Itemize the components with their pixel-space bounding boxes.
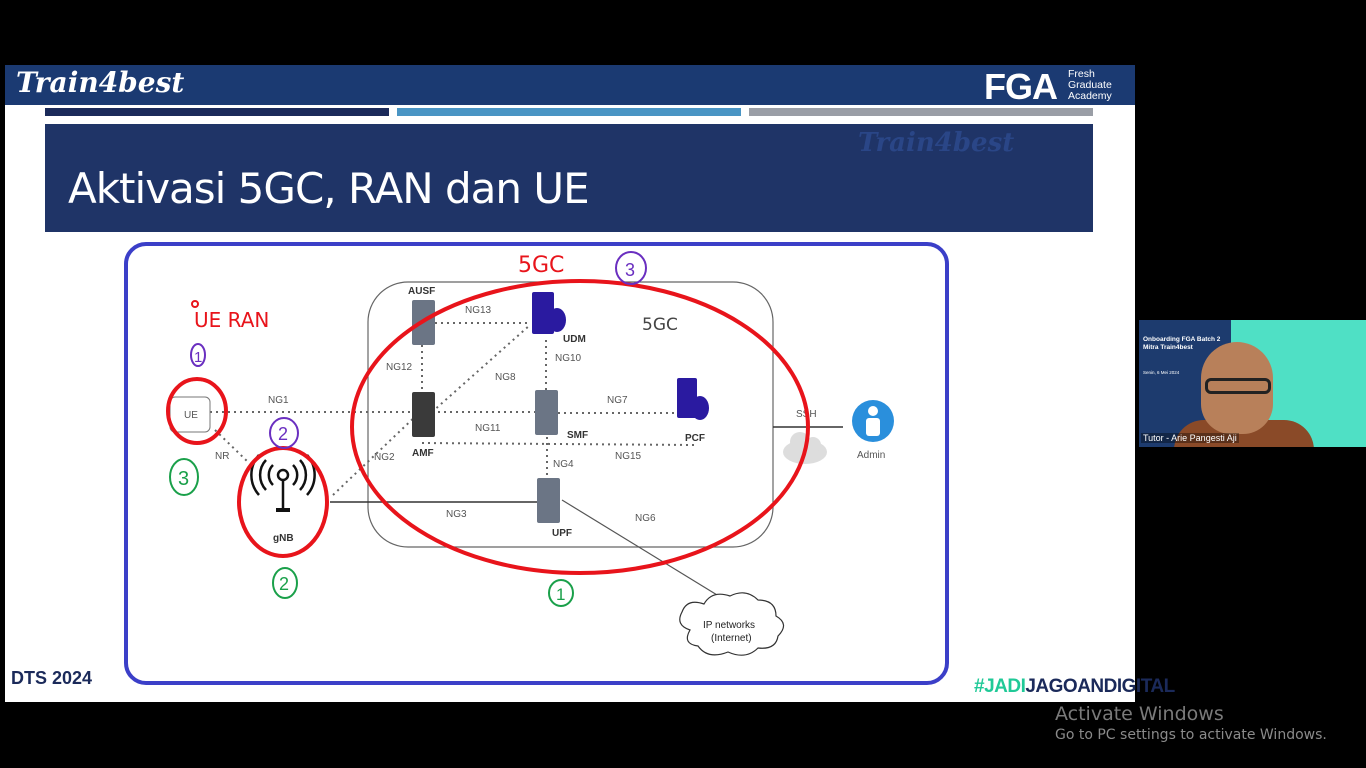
amf-label: AMF xyxy=(412,448,434,459)
ng13-label: NG13 xyxy=(465,305,492,316)
fga-logo: FGA xyxy=(984,66,1058,107)
ng7-label: NG7 xyxy=(607,395,628,406)
annotation-green-1: 1 xyxy=(556,585,565,604)
link-ng15 xyxy=(421,442,695,446)
ip-networks-label: IP networks xyxy=(703,620,755,631)
ng12-label: NG12 xyxy=(386,362,413,373)
watermark: Train4best xyxy=(858,128,1015,158)
admin-label: Admin xyxy=(857,450,885,461)
annotation-ueran: UE RAN xyxy=(194,308,269,332)
ausf-label: AUSF xyxy=(408,286,435,297)
upf-label: UPF xyxy=(552,528,572,539)
ng11-label: NG11 xyxy=(475,423,501,434)
link-nr xyxy=(214,429,249,463)
red-circle-ue xyxy=(166,377,228,445)
gnb-label: gNB xyxy=(273,533,294,544)
ng10-label: NG10 xyxy=(555,353,582,364)
smf-server-icon xyxy=(535,390,558,435)
ng6-label: NG6 xyxy=(635,513,656,524)
smf-label: SMF xyxy=(567,430,588,441)
nr-label: NR xyxy=(215,451,229,462)
udm-db-icon xyxy=(548,308,566,332)
pcf-label: PCF xyxy=(685,433,705,444)
annotation-5gc: 5GC xyxy=(518,253,564,278)
admin-person-icon xyxy=(866,418,880,436)
title-box xyxy=(45,124,1093,232)
train4best-logo: Train4best xyxy=(16,66,185,99)
diagram-frame xyxy=(124,242,949,685)
internet-label: (Internet) xyxy=(711,633,752,644)
upf-server-icon xyxy=(537,478,560,523)
page-title: Aktivasi 5GC, RAN dan UE xyxy=(68,164,590,213)
presenter-name: Tutor - Arie Pangesti Aji xyxy=(1141,433,1239,443)
annotation-green-2: 2 xyxy=(279,574,289,594)
annotation-green-3: 3 xyxy=(178,468,189,490)
ng2-label: NG2 xyxy=(374,452,395,463)
webcam-slide-date: Senin, 6 Mei 2024 xyxy=(1143,370,1180,375)
link-ng8 xyxy=(431,324,531,413)
hashtag-part-2: JAGOANDIGITAL xyxy=(1025,676,1175,697)
annotations: 5GC UE RAN 3 1 2 3 2 1 xyxy=(166,251,810,607)
link-ng2 xyxy=(332,411,421,496)
webcam-slide-title: Onboarding FGA Batch 2 Mitra Train4best xyxy=(1143,336,1221,351)
ng15-label: NG15 xyxy=(615,451,642,462)
pcf-db-icon xyxy=(691,396,709,420)
antenna-icon xyxy=(250,454,316,512)
color-bar-blue xyxy=(397,108,741,116)
core-label: 5GC xyxy=(642,315,678,335)
link-ng6 xyxy=(561,499,723,599)
presenter-face xyxy=(1201,342,1273,434)
udm-label: UDM xyxy=(563,334,586,345)
activate-windows-title: Activate Windows xyxy=(1055,703,1224,725)
server-icons xyxy=(412,292,709,523)
amf-server-icon xyxy=(412,392,435,437)
ng1-label: NG1 xyxy=(268,395,289,406)
dotted-links xyxy=(210,322,695,496)
red-circle-5gc xyxy=(350,279,810,575)
annotation-purple-1: 1 xyxy=(194,349,202,366)
annotation-purple-3: 3 xyxy=(625,260,635,280)
presenter-glasses xyxy=(1205,378,1271,394)
ng8-label: NG8 xyxy=(495,372,516,383)
annotation-purple-2: 2 xyxy=(278,424,288,444)
webcam-thumbnail[interactable]: Onboarding FGA Batch 2 Mitra Train4best … xyxy=(1139,320,1366,447)
hashtag-part-1: #JADI xyxy=(974,676,1026,697)
color-bar-navy xyxy=(45,108,389,116)
ue-label: UE xyxy=(184,410,198,421)
footer-hashtag: #JADIJAGOANDIGITAL xyxy=(974,676,1175,698)
footer-dts: DTS 2024 xyxy=(11,668,93,688)
fga-subtitle: Fresh Graduate Academy xyxy=(1068,68,1112,102)
activate-windows-message: Go to PC settings to activate Windows. xyxy=(1055,727,1327,743)
slide-header-bar xyxy=(5,65,1135,105)
color-bar-gray xyxy=(749,108,1093,116)
internet-cloud-icon xyxy=(679,592,785,656)
ng3-label: NG3 xyxy=(446,509,467,520)
ng4-label: NG4 xyxy=(553,459,574,470)
